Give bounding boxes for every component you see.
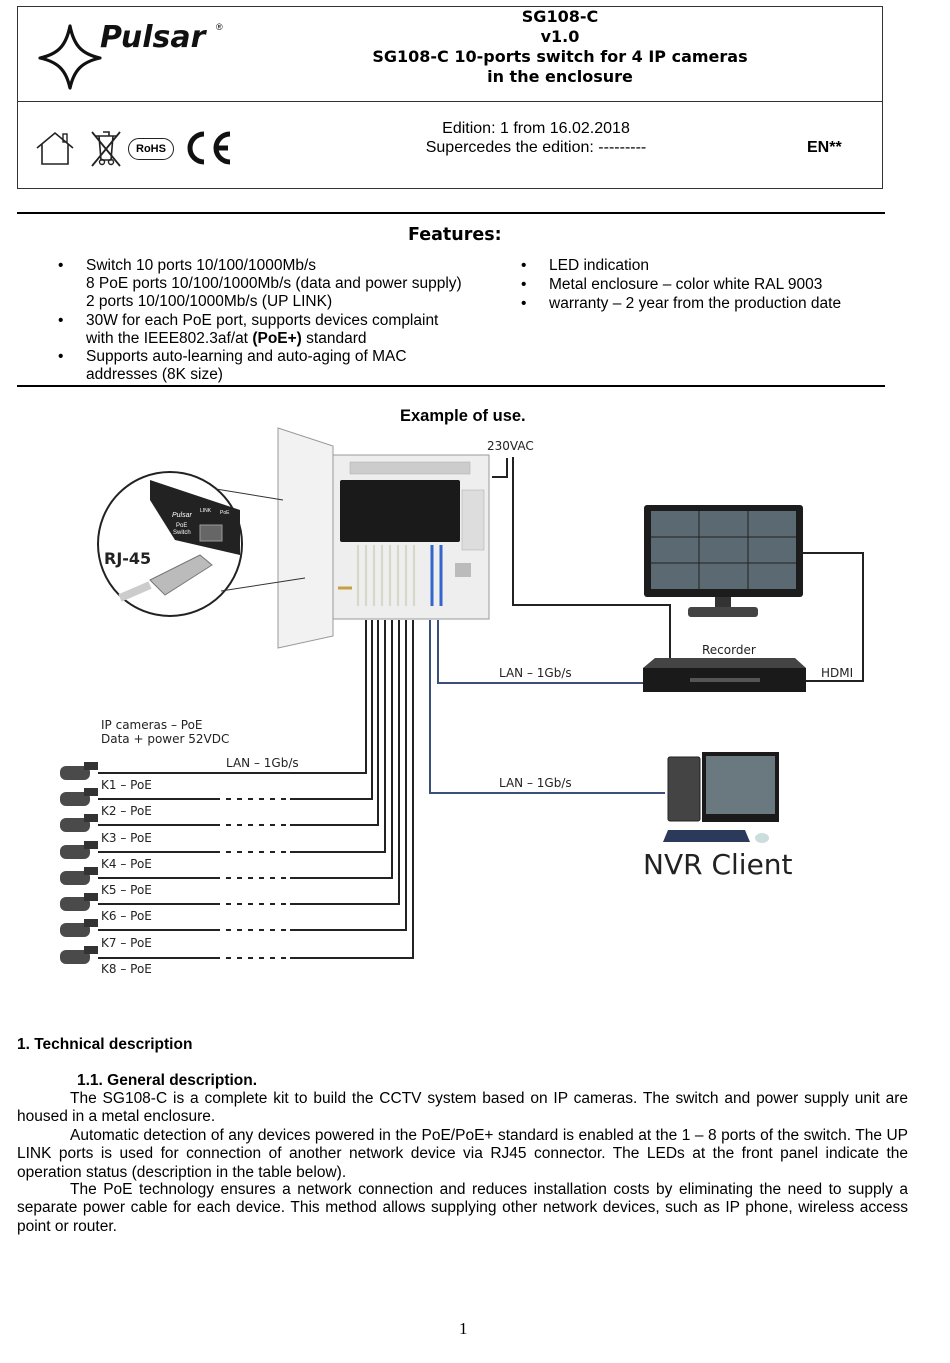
ip-camera-icons	[60, 762, 98, 964]
feature-item: Switch 10 ports 10/100/1000Mb/s 8 PoE po…	[18, 257, 498, 312]
feature-item: LED indication	[481, 257, 901, 275]
switch-brand-label: Pulsar	[172, 512, 192, 519]
paragraph-2: Automatic detection of any devices power…	[17, 1127, 908, 1181]
version-label: v1.0	[540, 27, 580, 46]
rj45-label: RJ-45	[104, 549, 152, 568]
switch-type-label: Switch	[173, 530, 191, 536]
subsection-heading: 1.1. General description.	[77, 1072, 258, 1089]
pulsar-logo: Pulsar ®	[38, 20, 238, 92]
weee-bin-icon	[88, 128, 124, 173]
port-label-k8: K8 – PoE	[101, 962, 152, 976]
feature-item: warranty – 2 year from the production da…	[481, 295, 901, 313]
header-divider	[18, 101, 882, 102]
hdmi-label: HDMI	[821, 666, 854, 680]
edition-text: Edition: 1 from 16.02.2018	[442, 120, 630, 137]
features-top-rule	[17, 212, 885, 214]
product-title: SG108-C 10-ports switch for 4 IP cameras	[372, 47, 748, 66]
feature-item: Supports auto-learning and auto-aging of…	[18, 348, 498, 384]
home-icon	[34, 130, 76, 171]
recorder-label: Recorder	[702, 643, 756, 657]
paragraph-1: The SG108-C is a complete kit to build t…	[17, 1090, 908, 1126]
registered-mark: ®	[216, 22, 223, 32]
nvr-workstation-icon	[663, 752, 779, 843]
lan-recorder-label: LAN – 1Gb/s	[499, 666, 572, 680]
page-number: 1	[459, 1319, 468, 1338]
document-header	[17, 6, 883, 189]
brand-name: Pulsar	[100, 20, 206, 55]
paragraph-3: The PoE technology ensures a network con…	[17, 1181, 908, 1235]
lan-nvr-label: LAN – 1Gb/s	[499, 776, 572, 790]
switch-link-label: LINK	[200, 508, 212, 514]
usage-diagram: Pulsar PoE Switch LINK PoE 230VAC RJ-45 …	[0, 420, 950, 990]
section-heading: 1. Technical description	[17, 1036, 193, 1053]
example-heading: Example of use.	[400, 407, 526, 425]
features-heading: Features:	[408, 225, 502, 245]
switch-poe-label: PoE	[176, 523, 188, 529]
port-label-k2: K2 – PoE	[101, 804, 152, 818]
nvr-client-label: NVR Client	[643, 848, 793, 881]
feature-item: 30W for each PoE port, supports devices …	[18, 312, 498, 348]
product-subtitle: in the enclosure	[487, 67, 633, 86]
recorder-icon	[643, 658, 806, 692]
feature-item: Metal enclosure – color white RAL 9003	[481, 276, 901, 294]
lan-cameras-label: LAN – 1Gb/s	[226, 756, 299, 770]
language-code: EN**	[807, 139, 842, 156]
enclosure-icon	[277, 427, 490, 649]
port-label-k1: K1 – PoE	[101, 778, 152, 792]
port-label-k5: K5 – PoE	[101, 883, 152, 897]
switch-poe-port-label: PoE	[220, 510, 230, 516]
vac-label: 230VAC	[487, 439, 534, 453]
rohs-badge: RoHS	[128, 138, 174, 160]
port-label-k6: K6 – PoE	[101, 909, 152, 923]
rohs-label: RoHS	[136, 143, 166, 155]
cameras-label-line1: IP cameras – PoE	[101, 718, 203, 732]
features-list-left: Switch 10 ports 10/100/1000Mb/s 8 PoE po…	[18, 257, 498, 384]
monitor-icon	[644, 505, 803, 617]
port-label-k3: K3 – PoE	[101, 831, 152, 845]
supercedes-text: Supercedes the edition: ---------	[425, 139, 647, 156]
port-label-k4: K4 – PoE	[101, 857, 152, 871]
features-bottom-rule	[17, 385, 885, 387]
features-list-right: LED indication Metal enclosure – color w…	[481, 257, 901, 314]
cameras-label-line2: Data + power 52VDC	[101, 732, 230, 746]
rj45-zoom-icon	[97, 471, 306, 617]
port-label-k7: K7 – PoE	[101, 936, 152, 950]
model-title: SG108-C	[521, 7, 599, 26]
ce-mark-icon	[182, 128, 236, 173]
